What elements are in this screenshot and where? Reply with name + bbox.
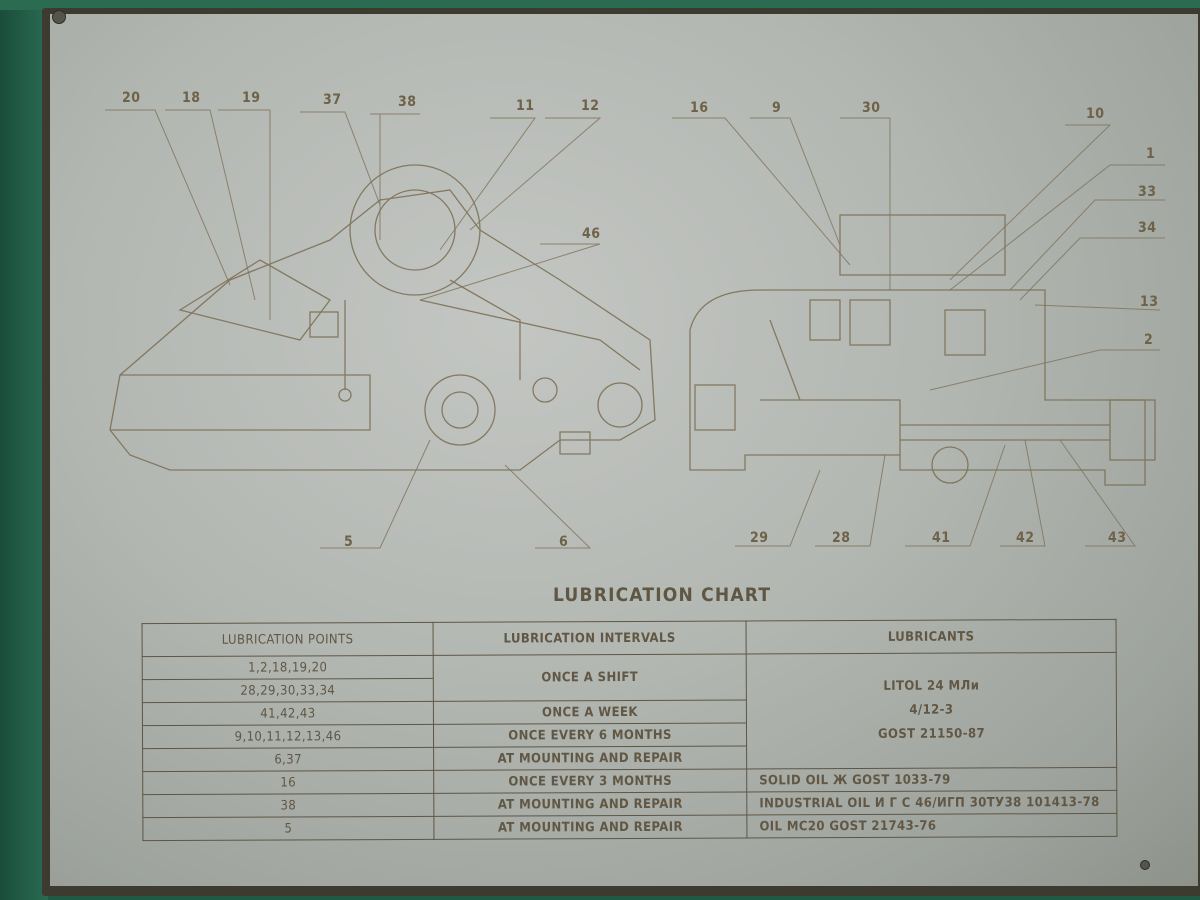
callout-20: 20 xyxy=(122,90,141,106)
table-row: 1,2,18,19,20 ONCE A SHIFT LITOL 24 МЛи 4… xyxy=(142,652,1117,769)
interval-cell: ONCE A WEEK xyxy=(433,699,747,725)
callout-30: 30 xyxy=(862,100,881,116)
points-cell: 16 xyxy=(142,770,434,795)
callout-1: 1 xyxy=(1146,146,1156,162)
callout-29: 29 xyxy=(750,530,769,546)
callout-28: 28 xyxy=(832,530,851,546)
points-cell: 6,37 xyxy=(142,747,434,772)
callout-19: 19 xyxy=(242,90,261,106)
interval-cell: AT MOUNTING AND REPAIR xyxy=(433,745,747,771)
screw-icon xyxy=(52,10,66,24)
lubricant-cell: OIL MC20 GOST 21743-76 xyxy=(746,813,1117,838)
callout-34: 34 xyxy=(1138,220,1157,236)
points-cell: 28,29,30,33,34 xyxy=(142,678,434,703)
lubricant-line: LITOL 24 МЛи xyxy=(883,678,980,694)
callout-33: 33 xyxy=(1138,184,1157,200)
machine-frame-top xyxy=(0,0,1200,10)
interval-cell: AT MOUNTING AND REPAIR xyxy=(433,791,747,817)
callout-6: 6 xyxy=(559,534,569,550)
points-cell: 9,10,11,12,13,46 xyxy=(142,724,434,749)
chart-title: LUBRICATION CHART xyxy=(553,584,772,606)
points-cell: 1,2,18,19,20 xyxy=(142,655,434,680)
header-points: LUBRICATION POINTS xyxy=(142,622,434,657)
callout-2: 2 xyxy=(1144,332,1154,348)
interval-cell: ONCE A SHIFT xyxy=(433,653,747,702)
lubricant-line: GOST 21150-87 xyxy=(877,726,986,742)
screw-icon xyxy=(1140,860,1150,870)
callout-18: 18 xyxy=(182,90,201,106)
header-intervals: LUBRICATION INTERVALS xyxy=(433,620,747,656)
callout-46: 46 xyxy=(582,226,601,242)
callout-16: 16 xyxy=(690,100,709,116)
callout-10: 10 xyxy=(1086,106,1105,122)
interval-cell: ONCE EVERY 3 MONTHS xyxy=(433,768,747,794)
metal-plate xyxy=(50,14,1198,886)
lubricant-cell: SOLID OIL Ж GOST 1033-79 xyxy=(746,767,1117,792)
points-cell: 5 xyxy=(142,816,434,841)
table-row: 5 AT MOUNTING AND REPAIR OIL MC20 GOST 2… xyxy=(142,813,1117,841)
interval-cell: ONCE EVERY 6 MONTHS xyxy=(433,722,747,748)
points-cell: 41,42,43 xyxy=(142,701,434,726)
callout-13: 13 xyxy=(1140,294,1159,310)
lubricant-cell-litol: LITOL 24 МЛи 4/12-3 GOST 21150-87 xyxy=(746,652,1117,769)
lubricant-line: 4/12-3 xyxy=(909,702,954,718)
callout-43: 43 xyxy=(1108,530,1127,546)
callout-37: 37 xyxy=(323,92,342,108)
lubricant-cell: INDUSTRIAL OIL И Г С 46/ИГП 30ТУ38 10141… xyxy=(746,790,1117,815)
lubrication-table: LUBRICATION POINTS LUBRICATION INTERVALS… xyxy=(142,619,1118,841)
interval-cell: AT MOUNTING AND REPAIR xyxy=(433,814,747,840)
callout-12: 12 xyxy=(581,98,600,114)
callout-9: 9 xyxy=(772,100,782,116)
table-header-row: LUBRICATION POINTS LUBRICATION INTERVALS… xyxy=(142,619,1117,657)
header-lubricants: LUBRICANTS xyxy=(746,619,1117,654)
callout-5: 5 xyxy=(344,534,354,550)
callout-38: 38 xyxy=(398,94,417,110)
points-cell: 38 xyxy=(142,793,434,818)
callout-41: 41 xyxy=(932,530,951,546)
machine-frame-green xyxy=(0,0,48,900)
callout-42: 42 xyxy=(1016,530,1035,546)
callout-11: 11 xyxy=(516,98,535,114)
